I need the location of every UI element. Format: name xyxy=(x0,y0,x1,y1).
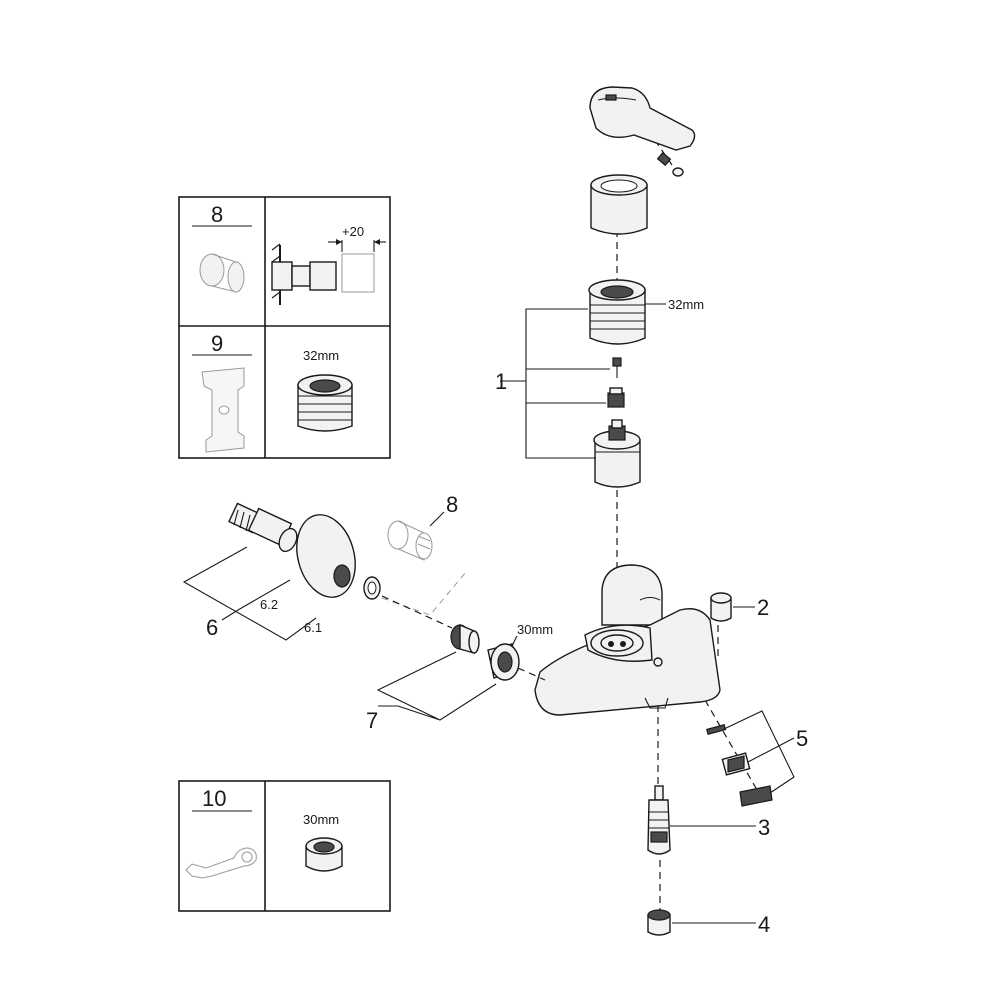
label-4: 4 xyxy=(758,912,770,937)
box-9-ring-image xyxy=(297,374,353,432)
label-8: 8 xyxy=(446,492,458,517)
mixer-body xyxy=(534,564,721,716)
cover-sleeve xyxy=(590,174,648,235)
bracket-6 xyxy=(182,546,317,641)
label-6-1: 6.1 xyxy=(304,620,322,635)
aerator-insert xyxy=(721,752,751,776)
nut-axis xyxy=(517,667,546,681)
washer xyxy=(363,576,381,600)
box-label-9: 9 xyxy=(211,331,223,356)
bracket-1 xyxy=(500,308,610,459)
aerator-seal xyxy=(706,724,727,735)
label-5: 5 xyxy=(796,726,808,751)
label-6: 6 xyxy=(206,615,218,640)
box-10-nut-image xyxy=(305,837,343,872)
box-10-wrench-image xyxy=(185,847,257,879)
dim-30mm: 30mm xyxy=(517,622,553,637)
label-7: 7 xyxy=(366,708,378,733)
dim-plus-20: +20 xyxy=(342,224,364,239)
bracket-7 xyxy=(376,651,497,721)
label-3: 3 xyxy=(758,815,770,840)
label-1: 1 xyxy=(495,369,507,394)
nut-7-30mm xyxy=(487,643,520,681)
box-10-dim-30mm: 30mm xyxy=(303,812,339,827)
box-label-10: 10 xyxy=(202,786,226,811)
cartridge xyxy=(593,419,641,488)
extension-8 xyxy=(387,520,433,561)
handle-lever xyxy=(589,86,696,151)
label-2: 2 xyxy=(757,595,769,620)
label-6-2: 6.2 xyxy=(260,597,278,612)
connector-7 xyxy=(450,623,480,654)
aerator-housing xyxy=(739,785,773,807)
box-label-8: 8 xyxy=(211,202,223,227)
dim-32mm: 32mm xyxy=(668,297,704,312)
aerator-axis-line xyxy=(704,699,761,796)
threaded-ring xyxy=(588,279,646,345)
leader-8 xyxy=(429,511,445,527)
wall-flange xyxy=(296,514,356,598)
hex-insert xyxy=(607,387,625,408)
box-9-tool-image xyxy=(201,367,245,453)
extension-axis xyxy=(381,571,467,616)
connection-axis xyxy=(381,595,453,629)
diverter xyxy=(647,785,671,855)
nut-2 xyxy=(710,592,732,622)
bracket-5 xyxy=(723,710,795,794)
box-8-extension-image xyxy=(199,253,245,293)
box-9-dim-32mm: 32mm xyxy=(303,348,339,363)
box-8-install-diagram xyxy=(271,239,386,305)
dim-leader-30 xyxy=(511,635,518,647)
knob-4 xyxy=(647,909,671,936)
handle-screw xyxy=(656,151,684,177)
small-screw xyxy=(612,357,622,378)
accessory-box-10 xyxy=(178,780,391,912)
s-union xyxy=(228,502,298,553)
